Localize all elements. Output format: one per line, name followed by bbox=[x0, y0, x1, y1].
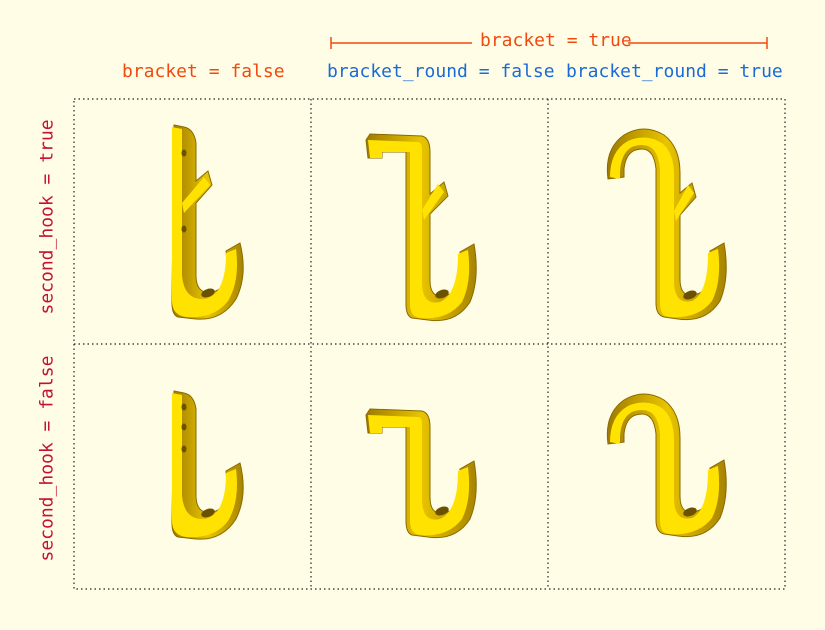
bracket-true-range-bar bbox=[330, 37, 768, 49]
hook-model-plain-second-hook bbox=[171, 124, 244, 320]
hook-model-square-bracket bbox=[365, 408, 477, 539]
column-header-bracket-round-false: bracket_round = false bbox=[327, 61, 555, 82]
hook-model-round-bracket-second-hook bbox=[606, 128, 727, 321]
column-header-bracket-false: bracket = false bbox=[122, 61, 285, 82]
hook-model-plain bbox=[171, 390, 244, 540]
bracket-true-header: bracket = true bbox=[480, 30, 632, 51]
hook-model-square-bracket-second-hook bbox=[365, 133, 477, 322]
hook-model-round-bracket bbox=[606, 393, 727, 538]
grid-lines bbox=[73, 98, 786, 590]
column-header-bracket-round-true: bracket_round = true bbox=[566, 61, 783, 82]
